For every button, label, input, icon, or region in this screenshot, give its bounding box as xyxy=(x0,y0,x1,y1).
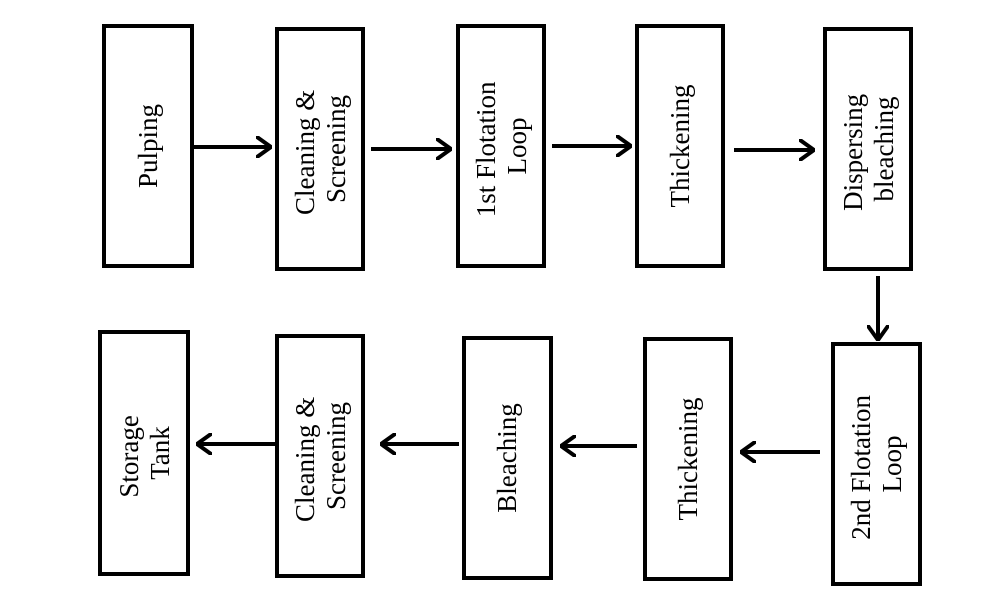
svg-text:2nd Flotation Loop: 2nd Flotation Loop xyxy=(846,388,907,540)
step-box-storage-tank: Storage Tank xyxy=(98,330,190,576)
step-label: 1st Flotation xyxy=(471,81,501,217)
step-label: Screening xyxy=(321,95,351,203)
step-box-1st-flotation-loop: 1st Flotation Loop xyxy=(456,24,546,268)
step-label: bleaching xyxy=(869,97,899,202)
svg-text:1st Flotation Loop: 1st Flotation Loop xyxy=(471,75,532,218)
svg-text:Pulping: Pulping xyxy=(133,104,163,188)
svg-text:Thickening: Thickening xyxy=(673,398,703,521)
step-label: Bleaching xyxy=(492,403,522,512)
step-box-bleaching: Bleaching xyxy=(462,336,553,580)
step-label: Cleaning & xyxy=(290,397,320,522)
step-box-cleaning-screening-1: Cleaning & Screening xyxy=(275,27,365,271)
step-label: Dispersing xyxy=(838,94,868,211)
step-box-thickening-1: Thickening xyxy=(635,24,725,268)
step-label: Storage xyxy=(114,415,144,497)
step-label: Loop xyxy=(502,118,532,175)
step-label: Loop xyxy=(877,436,907,493)
step-label: Cleaning & xyxy=(290,90,320,215)
step-label: Screening xyxy=(321,402,351,510)
step-box-cleaning-screening-2: Cleaning & Screening xyxy=(275,334,365,578)
step-box-2nd-flotation-loop: 2nd Flotation Loop xyxy=(831,342,922,586)
step-label: 2nd Flotation xyxy=(846,395,876,540)
svg-text:Cleaning & Screening: Cleaning & Screening xyxy=(290,390,351,522)
step-label: Pulping xyxy=(133,104,163,188)
step-label: Thickening xyxy=(673,398,703,521)
svg-text:Bleaching: Bleaching xyxy=(492,403,522,512)
svg-text:Thickening: Thickening xyxy=(665,85,695,208)
step-label: Thickening xyxy=(665,85,695,208)
step-label: Tank xyxy=(145,426,175,480)
svg-text:Storage Tank: Storage Tank xyxy=(114,408,175,497)
svg-text:Dispersing bleaching: Dispersing bleaching xyxy=(838,87,899,211)
step-box-thickening-2: Thickening xyxy=(643,337,733,581)
step-box-dispersing-bleaching: Dispersing bleaching xyxy=(823,27,913,271)
svg-text:Cleaning & Screening: Cleaning & Screening xyxy=(290,83,351,215)
step-box-pulping: Pulping xyxy=(102,24,194,268)
